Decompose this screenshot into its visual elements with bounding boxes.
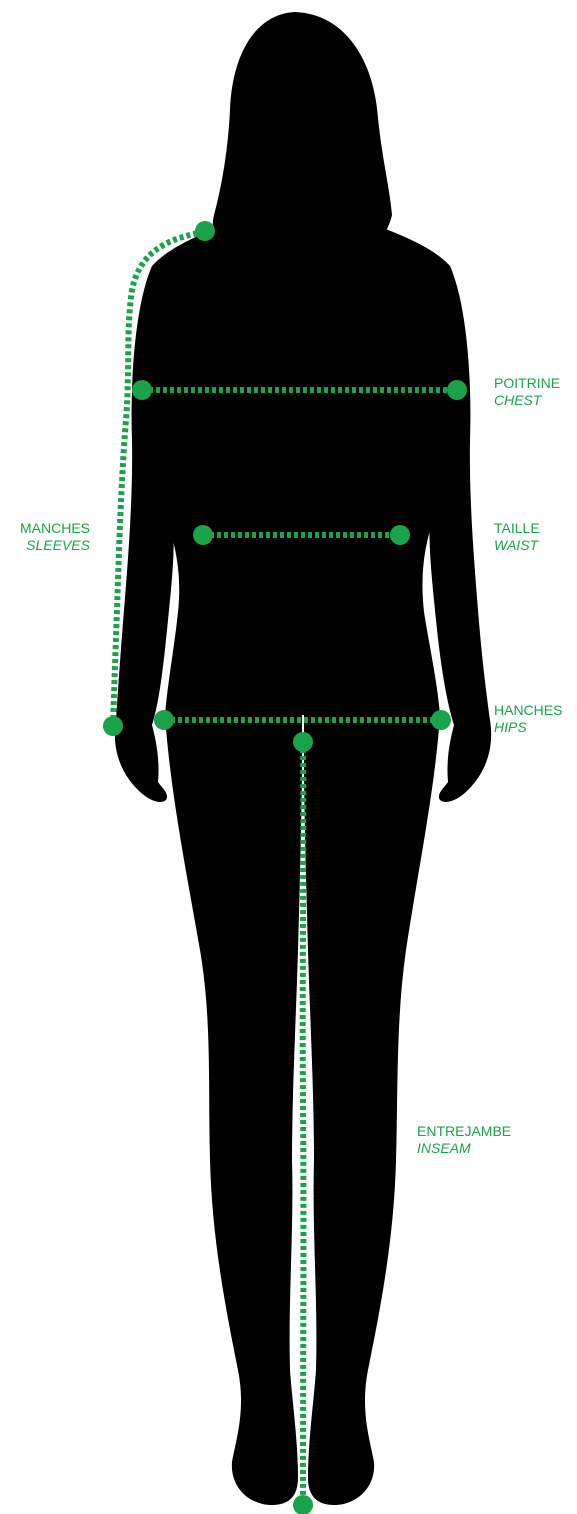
sleeves-label: MANCHES SLEEVES [20,520,90,554]
chest-label: POITRINE CHEST [494,375,560,409]
inseam-label-fr: ENTREJAMBE [417,1123,511,1140]
inseam-point-bottom [293,1495,313,1514]
chest-point-right [447,380,467,400]
sleeves-label-en: SLEEVES [20,537,90,554]
sleeves-label-fr: MANCHES [20,520,90,537]
waist-label: TAILLE WAIST [494,520,540,554]
waist-point-left [193,525,213,545]
silhouette-leg-right [304,715,440,1505]
chest-point-left [132,380,152,400]
inseam-label-en: INSEAM [417,1140,511,1157]
inseam-measure-line [303,742,304,1505]
waist-point-right [390,525,410,545]
chest-label-fr: POITRINE [494,375,560,392]
hips-point-right [431,710,451,730]
inseam-label: ENTREJAMBE INSEAM [417,1123,511,1157]
hips-point-left [154,710,174,730]
hips-label-fr: HANCHES [494,702,562,719]
silhouette-torso [142,224,460,715]
inseam-point-top [293,732,313,752]
hips-label-en: HIPS [494,719,562,736]
silhouette-leg-left [165,715,302,1505]
sleeves-point-bottom [103,716,123,736]
hips-label: HANCHES HIPS [494,702,562,736]
waist-label-en: WAIST [494,537,540,554]
chest-label-en: CHEST [494,392,560,409]
waist-label-fr: TAILLE [494,520,540,537]
sleeves-point-top [195,221,215,241]
